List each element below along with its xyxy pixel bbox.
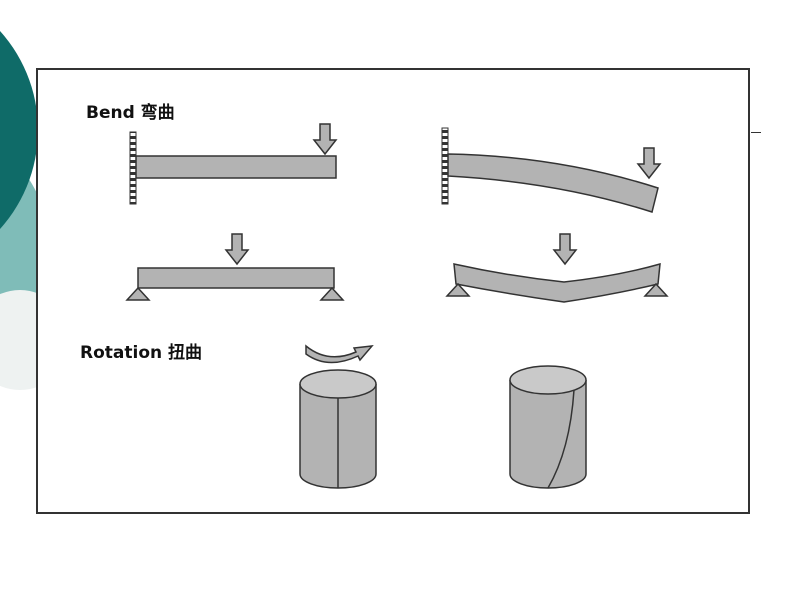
label-rotation: Rotation 扭曲	[80, 343, 203, 363]
figure-frame: Bend 弯曲 Rotation 扭曲	[36, 68, 750, 514]
down-arrow-icon	[312, 123, 338, 156]
cantilever-bent	[441, 127, 662, 213]
support-triangle-icon	[445, 282, 471, 297]
down-arrow-icon	[552, 233, 578, 266]
simply-supported-straight	[125, 233, 345, 301]
label-bend: Bend 弯曲	[86, 103, 175, 123]
edge-tick-mark	[751, 132, 761, 133]
support-triangle-icon	[319, 286, 345, 301]
beam-bent	[453, 262, 661, 303]
wall-hatch-icon	[441, 127, 449, 205]
support-triangle-icon	[643, 282, 669, 297]
bend-rotation-diagram	[125, 123, 669, 489]
cylinder-body	[509, 380, 587, 489]
dark-teal-circle	[0, 31, 38, 229]
beam-straight	[137, 267, 335, 289]
rotation-arrow-icon	[305, 344, 374, 364]
down-arrow-icon	[636, 147, 662, 180]
wall-hatch-icon	[129, 131, 137, 205]
cylinder-top	[299, 369, 377, 399]
cantilever-straight	[129, 123, 338, 205]
beam-straight	[135, 155, 337, 179]
simply-supported-bent	[445, 233, 669, 303]
down-arrow-icon	[224, 233, 250, 266]
cylinder-twisted	[509, 365, 587, 489]
support-triangle-icon	[125, 286, 151, 301]
cylinder-straight	[299, 369, 377, 489]
beam-bent	[447, 153, 659, 213]
cylinder-twist-line	[547, 389, 575, 489]
cylinder-top	[509, 365, 587, 395]
